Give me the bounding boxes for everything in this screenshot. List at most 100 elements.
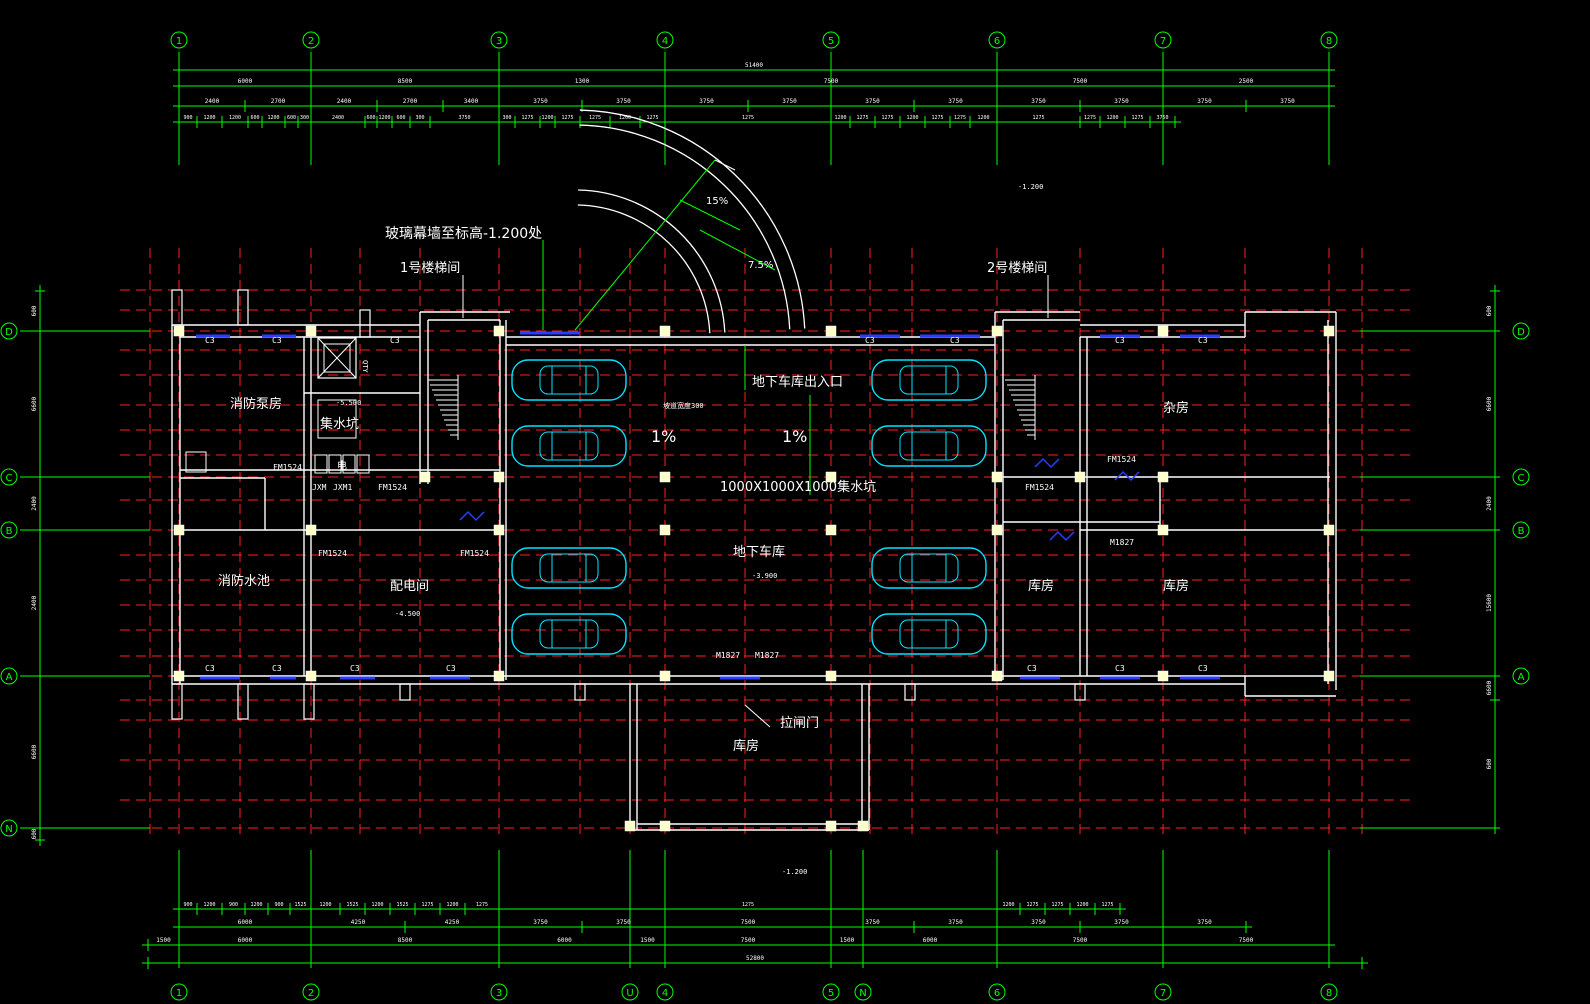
axis-bubble-label: 1: [176, 988, 182, 999]
axis-bubble: [1154, 983, 1172, 1001]
column: [493, 670, 505, 682]
column: [825, 670, 837, 682]
dim-label: 7500: [741, 937, 756, 944]
dim-label: 52800: [746, 955, 764, 962]
tag-fm1524: FM1524: [460, 549, 489, 558]
dim-label: 1275: [742, 115, 754, 121]
dim-label: 1275: [881, 115, 893, 121]
column: [659, 670, 671, 682]
pilaster: [574, 683, 586, 701]
axis-bubble-label: 2: [308, 988, 314, 999]
sump-label: 集水坑: [320, 416, 359, 432]
dim-label: 3750: [865, 919, 880, 926]
axis-bubble: [1154, 31, 1172, 49]
axis-bubble-label: 4: [662, 36, 668, 47]
dim-label: 6000: [557, 937, 572, 944]
stair1-label: 1号楼梯间: [400, 261, 460, 276]
car: [871, 359, 987, 401]
axis-bubble-label: U: [626, 988, 633, 999]
column: [419, 471, 431, 483]
column: [825, 471, 837, 483]
equipment-box: [185, 451, 207, 473]
dim-label: 3750: [948, 98, 963, 105]
dim-label: 3750: [533, 919, 548, 926]
dim-label: 600: [366, 115, 375, 121]
dimension-lines: [35, 64, 1500, 969]
dim-label: 6000: [238, 919, 253, 926]
axis-bubble-label: 4: [662, 988, 668, 999]
dim-label: 3750: [782, 98, 797, 105]
car-body: [871, 613, 987, 655]
car-cabin: [539, 553, 599, 583]
parking-cars: [511, 359, 987, 655]
axis-bubble: [988, 31, 1006, 49]
dim-label: 6600: [31, 744, 38, 759]
dim-label: 900: [229, 902, 238, 908]
dim-label: 1200: [378, 115, 390, 121]
pump-room-label: 消防泵房: [230, 396, 282, 412]
tag-jxm1: JXM1: [333, 483, 352, 492]
car-body: [511, 547, 627, 589]
dim-label: 1275: [421, 902, 433, 908]
tag-m1827: M1827: [716, 651, 740, 660]
ramp-arc: [579, 124, 791, 330]
dim-label: 2400: [1486, 496, 1493, 511]
axis-bubble-label: A: [1518, 672, 1525, 683]
tag-c3: C3: [1115, 664, 1125, 673]
elevation-pump: -5.500: [336, 399, 361, 407]
axis-bubble: [656, 31, 674, 49]
dim-label: 3750: [1197, 98, 1212, 105]
leader-line: [744, 704, 771, 728]
dim-label: 3750: [616, 98, 631, 105]
dim-label: 600: [396, 115, 405, 121]
cabinet: [328, 454, 342, 474]
dim-label: 1275: [1051, 902, 1063, 908]
dim-label: 2700: [403, 98, 418, 105]
dim-label: 3750: [865, 98, 880, 105]
store-bottom-label: 库房: [733, 738, 759, 754]
dim-label: 1275: [742, 902, 754, 908]
ramp-radius: [574, 159, 716, 331]
axis-bubble: [490, 31, 508, 49]
column: [659, 820, 671, 832]
axis-bubble: [0, 521, 18, 539]
tag-c3: C3: [390, 336, 400, 345]
column: [493, 524, 505, 536]
axis-bubble-label: 3: [496, 36, 502, 47]
dim-label: 7500: [824, 78, 839, 85]
dim-label: 2400: [31, 595, 38, 610]
axis-bubble: [1512, 322, 1530, 340]
dim-label: 2400: [205, 98, 220, 105]
axis-bubble: [854, 983, 872, 1001]
tag-fm1524: FM1524: [318, 549, 347, 558]
dim-label: 1200: [619, 115, 631, 121]
dim-label: 1200: [1076, 902, 1088, 908]
dim-label: 600: [31, 828, 38, 839]
tag-elec: 电: [337, 459, 347, 472]
axis-bubble-label: A: [6, 672, 13, 683]
column: [659, 524, 671, 536]
dim-label: 600: [287, 115, 296, 121]
car: [871, 547, 987, 589]
car: [511, 359, 627, 401]
ramp-dim: [679, 199, 741, 231]
axis-bubble-label: N: [859, 988, 866, 999]
dim-label: 1200: [1002, 902, 1014, 908]
column: [1323, 524, 1335, 536]
tag-c3: C3: [1198, 664, 1208, 673]
car: [511, 613, 627, 655]
car-cabin: [899, 431, 959, 461]
car-body: [511, 613, 627, 655]
dim-label: 6600: [31, 396, 38, 411]
elevator-car: [323, 343, 351, 373]
dim-label: 6600: [1486, 680, 1493, 695]
dim-label: 3750: [1197, 919, 1212, 926]
dim-label: 300: [300, 115, 309, 121]
ramp-75-label: 7.5%: [748, 260, 773, 271]
dim-label: 1200: [541, 115, 553, 121]
door-swing: [1049, 530, 1075, 542]
dim-label: 3750: [1114, 98, 1129, 105]
axis-bubble: [988, 983, 1006, 1001]
dim-label: 600: [250, 115, 259, 121]
